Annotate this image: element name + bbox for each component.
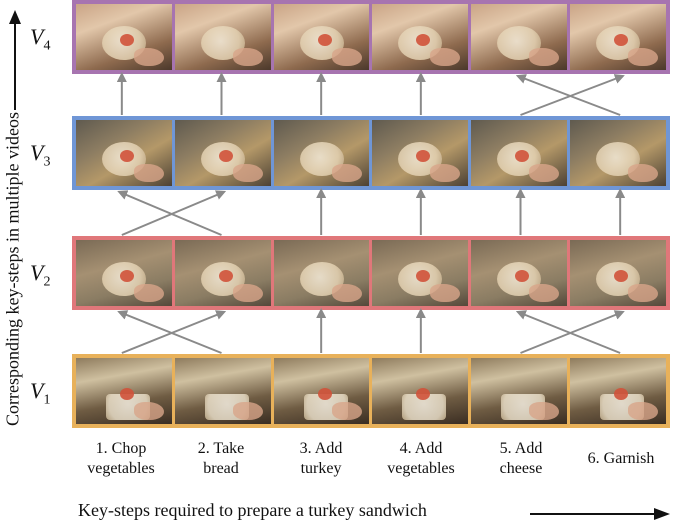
row-label-v2: V2 — [30, 260, 51, 290]
frame-v2-step6 — [570, 240, 666, 306]
video-row-v1 — [72, 354, 670, 428]
frame-v1-step5 — [471, 358, 571, 424]
step-label-1: 1. Chop vegetables — [87, 440, 155, 477]
frame-v1-step3 — [273, 358, 373, 424]
frame-v4-step4 — [372, 4, 472, 70]
y-axis-arrow-icon — [9, 10, 21, 110]
frame-v3-step1 — [76, 120, 175, 186]
connector-v1-6-to-v2-5 — [515, 310, 621, 354]
x-axis-label: Key-steps required to prepare a turkey s… — [78, 500, 427, 520]
frame-v2-step5 — [471, 240, 571, 306]
connector-v1-1-to-v2-2 — [121, 310, 227, 354]
row-label-v4: V4 — [30, 24, 51, 54]
connector-v3-5-to-v4-6 — [520, 74, 625, 116]
frame-v3-step4 — [372, 120, 472, 186]
step-label-3: 3. Add turkey — [299, 440, 343, 477]
frame-v3-step5 — [471, 120, 571, 186]
video-row-v3 — [72, 116, 670, 190]
frame-v3-step6 — [570, 120, 666, 186]
frame-v1-step1 — [76, 358, 175, 424]
frame-v2-step1 — [76, 240, 175, 306]
frame-v3-step2 — [174, 120, 274, 186]
frame-v1-step2 — [174, 358, 274, 424]
frame-v3-step3 — [273, 120, 373, 186]
frame-v4-step6 — [570, 4, 666, 70]
video-row-v2 — [72, 236, 670, 310]
frame-v1-step6 — [570, 358, 666, 424]
step-label-2: 2. Take bread — [197, 440, 245, 477]
x-axis-arrow-icon — [530, 508, 670, 520]
connector-v1-2-to-v2-1 — [117, 310, 222, 354]
frame-v4-step3 — [273, 4, 373, 70]
step-label-4: 4. Add vegetables — [387, 440, 455, 477]
step-label-6: 6. Garnish — [587, 450, 655, 467]
frame-v4-step1 — [76, 4, 175, 70]
row-label-v1: V1 — [30, 378, 51, 408]
frame-v2-step3 — [273, 240, 373, 306]
frame-v4-step5 — [471, 4, 571, 70]
frame-v2-step2 — [174, 240, 274, 306]
frame-v4-step2 — [174, 4, 274, 70]
step-label-5: 5. Add cheese — [499, 440, 543, 477]
row-label-v3: V3 — [30, 140, 51, 170]
y-axis-label-text: Corresponding key-steps in multiple vide… — [2, 112, 23, 427]
connector-v2-2-to-v3-1 — [117, 190, 222, 236]
connector-v2-1-to-v3-2 — [121, 190, 227, 236]
frame-v2-step4 — [372, 240, 472, 306]
frame-v1-step4 — [372, 358, 472, 424]
connector-v1-5-to-v2-6 — [520, 310, 625, 354]
video-row-v4 — [72, 0, 670, 74]
connector-v3-6-to-v4-5 — [515, 74, 621, 116]
